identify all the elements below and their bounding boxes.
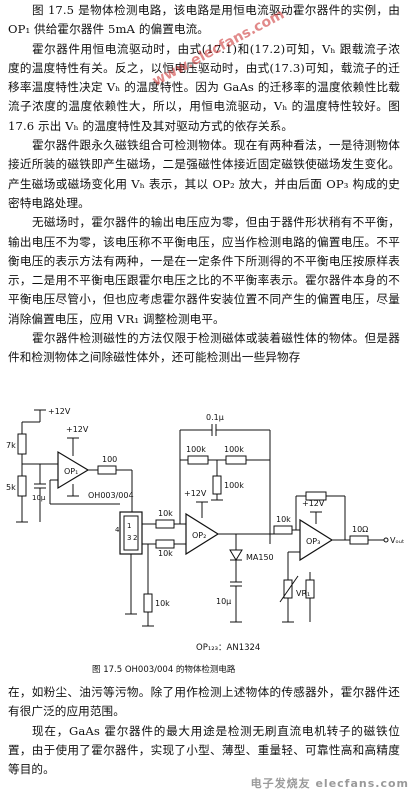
paragraph: 在，如粉尘、油污等污物。除了用作检测上述物体的传感器外，霍尔器件还有很广泛的应用… [8, 685, 400, 719]
op2-label: OP₂ [192, 531, 206, 540]
resistor-100k [187, 455, 209, 465]
cap-label: 10μ [216, 597, 231, 606]
pin-label: 4 [115, 526, 120, 534]
resistor-label: 10k [276, 515, 291, 524]
body-text-bottom: 在，如粉尘、油污等污物。除了用作检测上述物体的传感器外，霍尔器件还有很广泛的应用… [8, 683, 400, 779]
resistor-7k [17, 433, 27, 455]
paragraph: 霍尔器件检测磁性的方法仅限于检测磁体或装着磁性体的物体。但是器件和检测物体之间除… [8, 331, 400, 365]
op-amp-op3 [299, 518, 334, 562]
resistor-label: 100k [224, 445, 244, 454]
resistor-5k [17, 475, 27, 497]
circuit-figure: +12V 7k 5k 10μ OP₁ +12V [0, 404, 411, 680]
resistor-label: 10Ω [352, 525, 368, 534]
figure-caption: 图 17.5 OH003/004 的物体检测电路 [92, 664, 236, 675]
op-amp-op2 [185, 512, 220, 556]
resistor-10k [155, 539, 175, 549]
vout-label: Vₒᵤₜ [390, 536, 404, 545]
resistor-label: 10k [158, 549, 173, 558]
resistor-100k [225, 455, 247, 465]
resistor-label: 100k [224, 481, 244, 490]
resistor-label: 100 [102, 455, 117, 464]
vcc-label: +12V [48, 407, 71, 416]
op-note: OP₁₂₃：AN1324 [196, 643, 260, 653]
resistor-label: 5k [6, 483, 16, 492]
resistor-10ohm [349, 535, 369, 545]
paragraph: 图 17.5 是物体检测电路，该电路是用恒电流驱动霍尔器件的实例，由 OP₁ 供… [8, 3, 400, 37]
body-text-top: 图 17.5 是物体检测电路，该电路是用恒电流驱动霍尔器件的实例，由 OP₁ 供… [8, 1, 400, 368]
output-terminal [383, 537, 389, 543]
pin-label: 1 [127, 522, 131, 530]
resistor-label: 10k [155, 599, 170, 608]
op3-label: OP₃ [306, 537, 320, 546]
resistor-10k [155, 519, 175, 529]
cap-label: 10μ [32, 494, 46, 502]
resistor-100k [212, 475, 222, 495]
paragraph: 无磁场时，霍尔器件的输出电压应为零，但由于器件形状稍有不平衡，输出电压不为零，该… [8, 215, 400, 326]
corner-watermark: 电子发烧友 elecfans.com [250, 777, 409, 790]
vcc-label: +12V [66, 425, 89, 434]
vcc-label: +12V [184, 489, 207, 498]
paragraph: 现在，GaAs 霍尔器件的最大用途是检测无刷直流电机转子的磁铁位置，由于使用了霍… [8, 723, 400, 777]
hall-label: OH003/004 [88, 491, 134, 500]
resistor-10k [143, 593, 153, 613]
op1-label: OP₁ [64, 467, 78, 476]
paragraph: 霍尔器件用恒电流驱动时，由式(17.1)和(17.2)可知，Vₕ 跟载流子浓度的… [8, 41, 400, 133]
resistor-10k [273, 525, 293, 535]
pin-label: 2 [133, 534, 137, 542]
resistor-label: 10k [158, 509, 173, 518]
resistor-100 [97, 465, 117, 475]
circuit-diagram: +12V 7k 5k 10μ OP₁ +12V [6, 407, 404, 675]
paragraph: 霍尔器件跟永久磁铁组合可检测物体。现在有两种看法，一是待测物体接近所装的磁铁即产… [8, 138, 400, 210]
hall-sensor [119, 511, 143, 555]
pin-label: 3 [127, 534, 131, 542]
potentiometer-arrow [279, 575, 299, 603]
hall-sensor-inner [123, 515, 139, 551]
resistor-label: 100k [186, 445, 206, 454]
vr-label: VR₁ [296, 589, 310, 598]
op-amp-op1 [57, 450, 90, 490]
vcc-label: +12V [302, 499, 325, 508]
diode [229, 549, 243, 561]
diode-label: MA150 [246, 553, 274, 562]
cap-label: 0.1μ [206, 413, 224, 422]
resistor-label: 7k [6, 441, 16, 450]
